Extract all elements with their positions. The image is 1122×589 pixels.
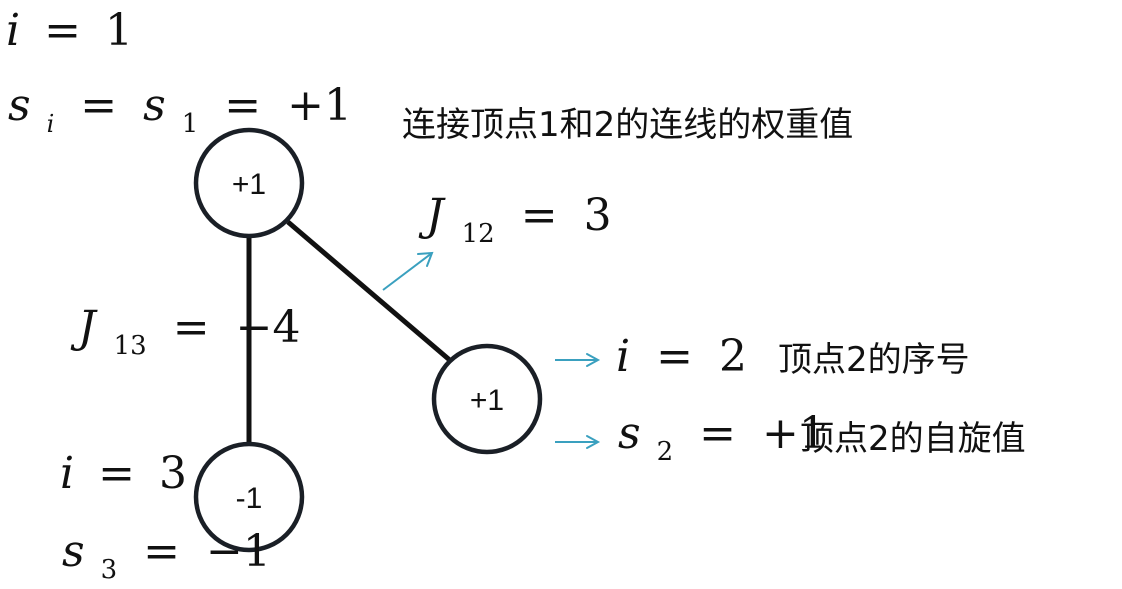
node1-index-eq: i = 1 bbox=[6, 5, 133, 56]
node3-index-value: 3 bbox=[159, 448, 187, 499]
edge-1-3-weight-value: −4 bbox=[236, 302, 301, 353]
node-3-circle bbox=[193, 441, 305, 553]
edge-1-3-weight-symbol: J bbox=[70, 302, 98, 353]
node1-spin-rel2: = bbox=[224, 80, 261, 131]
node3-spin-value: −1 bbox=[206, 526, 271, 577]
caption-node-spin: 顶点2的自旋值 bbox=[800, 419, 1026, 459]
caption-node-index: 顶点2的序号 bbox=[778, 340, 970, 380]
node3-spin-sub: 3 bbox=[101, 555, 118, 585]
node2-spin-sub: 2 bbox=[657, 437, 674, 467]
node2-index-rel: = bbox=[656, 331, 693, 382]
caption-edge-weight: 连接顶点1和2的连线的权重值 bbox=[402, 105, 853, 145]
node3-spin-eq: s 3 = −1 bbox=[62, 526, 271, 589]
node-1-circle bbox=[193, 127, 305, 239]
node-1-label: +1 bbox=[232, 168, 266, 201]
node2-spin-var: s bbox=[618, 408, 641, 459]
node3-spin-var: s bbox=[62, 526, 85, 577]
node3-index-rel: = bbox=[98, 448, 135, 499]
node2-spin-eq: s 2 = +1 bbox=[618, 408, 827, 471]
pointer-arrow-node2-spin bbox=[555, 435, 601, 449]
node3-spin-rel: = bbox=[143, 526, 180, 577]
node-3: -1 bbox=[193, 441, 305, 553]
edge-1-2-weight-rel: = bbox=[521, 190, 558, 241]
node1-spin-var: s bbox=[8, 80, 31, 131]
pointer-arrow-j12 bbox=[382, 251, 434, 291]
node1-spin-sub1: i bbox=[47, 110, 55, 138]
node2-index-var: i bbox=[616, 331, 630, 382]
node1-index-value: 1 bbox=[105, 5, 133, 56]
node-2: +1 bbox=[431, 343, 543, 455]
node1-spin-value: +1 bbox=[287, 80, 352, 131]
node-2-label: +1 bbox=[470, 384, 504, 417]
node1-index-var: i bbox=[6, 5, 20, 56]
node1-spin-eq: s i = s 1 = +1 bbox=[8, 80, 352, 143]
node1-spin-var2: s bbox=[143, 80, 166, 131]
node-3-label: -1 bbox=[236, 482, 263, 515]
node-1: +1 bbox=[193, 127, 305, 239]
node1-spin-rel1: = bbox=[80, 80, 117, 131]
node1-index-rel: = bbox=[44, 5, 81, 56]
node2-index-value: 2 bbox=[719, 331, 747, 382]
node2-spin-value: +1 bbox=[762, 408, 827, 459]
edge-1-2-weight: J 12 = 3 bbox=[418, 190, 612, 253]
node2-index-eq: i = 2 bbox=[616, 331, 747, 382]
node-2-circle bbox=[431, 343, 543, 455]
edge-1-2 bbox=[286, 220, 454, 364]
edge-1-2-weight-symbol: J bbox=[418, 190, 446, 241]
pointer-arrow-node2-index bbox=[555, 353, 601, 367]
edge-1-3-weight-sub: 13 bbox=[114, 331, 147, 361]
edge-1-3-weight: J 13 = −4 bbox=[70, 302, 300, 365]
node3-index-var: i bbox=[60, 448, 74, 499]
edge-1-3-weight-rel: = bbox=[173, 302, 210, 353]
edge-1-2-weight-sub: 12 bbox=[462, 219, 495, 249]
node2-spin-rel: = bbox=[699, 408, 736, 459]
node3-index-eq: i = 3 bbox=[60, 448, 187, 499]
edge-1-2-weight-value: 3 bbox=[584, 190, 612, 241]
node1-spin-sub2: 1 bbox=[182, 109, 199, 139]
